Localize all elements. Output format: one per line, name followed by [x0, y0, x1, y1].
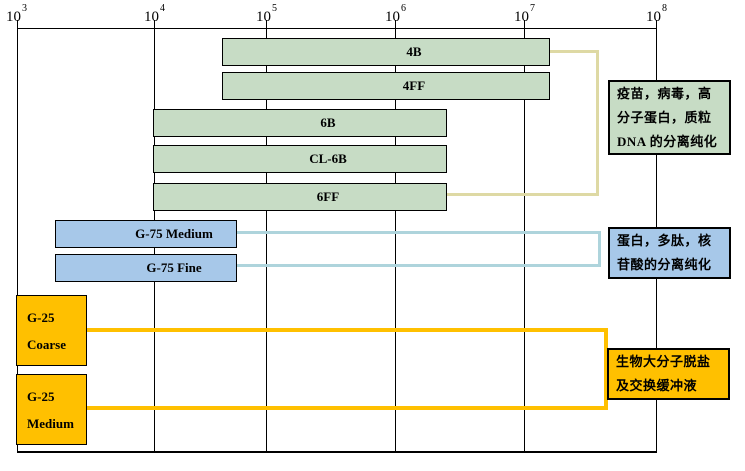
bar-g75-medium: G-75 Medium	[55, 220, 237, 248]
bar-g75-fine: G-75 Fine	[55, 254, 237, 282]
bar-g25-medium-line2: Medium	[27, 415, 74, 431]
axis-tick-label-1e4: 104	[144, 3, 165, 25]
annotation-line: 分子蛋白，质粒	[617, 109, 712, 125]
bracket-green-group-top	[550, 50, 599, 53]
annotation-line: DNA 的分离纯化	[617, 133, 718, 149]
axis-tick-label-1e7: 107	[514, 3, 535, 25]
annotation-line: 疫苗，病毒，高	[617, 85, 712, 101]
bar-6b: 6B	[153, 109, 447, 137]
annotation-g25-uses: 生物大分子脱盐 及交换缓冲液	[607, 348, 730, 400]
bar-4b-label: 4B	[406, 44, 422, 59]
bar-g25-medium-line1: G-25	[27, 388, 55, 404]
bar-6ff: 6FF	[153, 183, 447, 211]
annotation-line: 蛋白，多肽，核	[617, 233, 712, 248]
annotation-sepharose-uses: 疫苗，病毒，高 分子蛋白，质粒 DNA 的分离纯化	[608, 80, 731, 155]
bar-g25-medium: G-25 Medium	[16, 374, 87, 445]
bar-4b: 4B	[222, 38, 550, 66]
bracket-g75-group	[237, 231, 601, 267]
bottom-axis-line	[17, 451, 657, 453]
top-axis-line	[17, 28, 657, 29]
annotation-line: 苷酸的分离纯化	[617, 257, 712, 272]
bar-cl-6b-label: CL-6B	[309, 151, 347, 166]
gridline-1e5	[266, 20, 267, 453]
gridline-1e3	[17, 20, 18, 453]
bar-g75-fine-label: G-75 Fine	[146, 260, 202, 275]
gridline-1e7	[524, 20, 525, 453]
axis-tick-label-1e6: 106	[385, 3, 406, 25]
bracket-green-group-bottom	[447, 193, 599, 196]
bar-4ff-label: 4FF	[402, 78, 426, 93]
bracket-green-group-vertical	[596, 50, 599, 196]
annotation-g75-uses: 蛋白，多肽，核 苷酸的分离纯化	[608, 227, 731, 279]
bar-4ff: 4FF	[222, 72, 550, 100]
bar-g25-coarse: G-25 Coarse	[16, 295, 87, 366]
bar-6ff-label: 6FF	[316, 189, 340, 204]
bracket-g25-group	[87, 328, 608, 410]
bar-g25-coarse-line2: Coarse	[27, 336, 66, 352]
gridline-1e6	[395, 20, 396, 453]
annotation-line: 及交换缓冲液	[616, 378, 698, 393]
axis-tick-label-1e8: 108	[646, 3, 667, 25]
axis-tick-label-1e3: 103	[6, 3, 27, 25]
bar-g25-coarse-line1: G-25	[27, 309, 55, 325]
annotation-line: 生物大分子脱盐	[616, 354, 711, 369]
bar-cl-6b: CL-6B	[153, 145, 447, 173]
bar-6b-label: 6B	[320, 115, 336, 130]
axis-tick-label-1e5: 105	[256, 3, 277, 25]
bar-g75-medium-label: G-75 Medium	[135, 226, 213, 241]
